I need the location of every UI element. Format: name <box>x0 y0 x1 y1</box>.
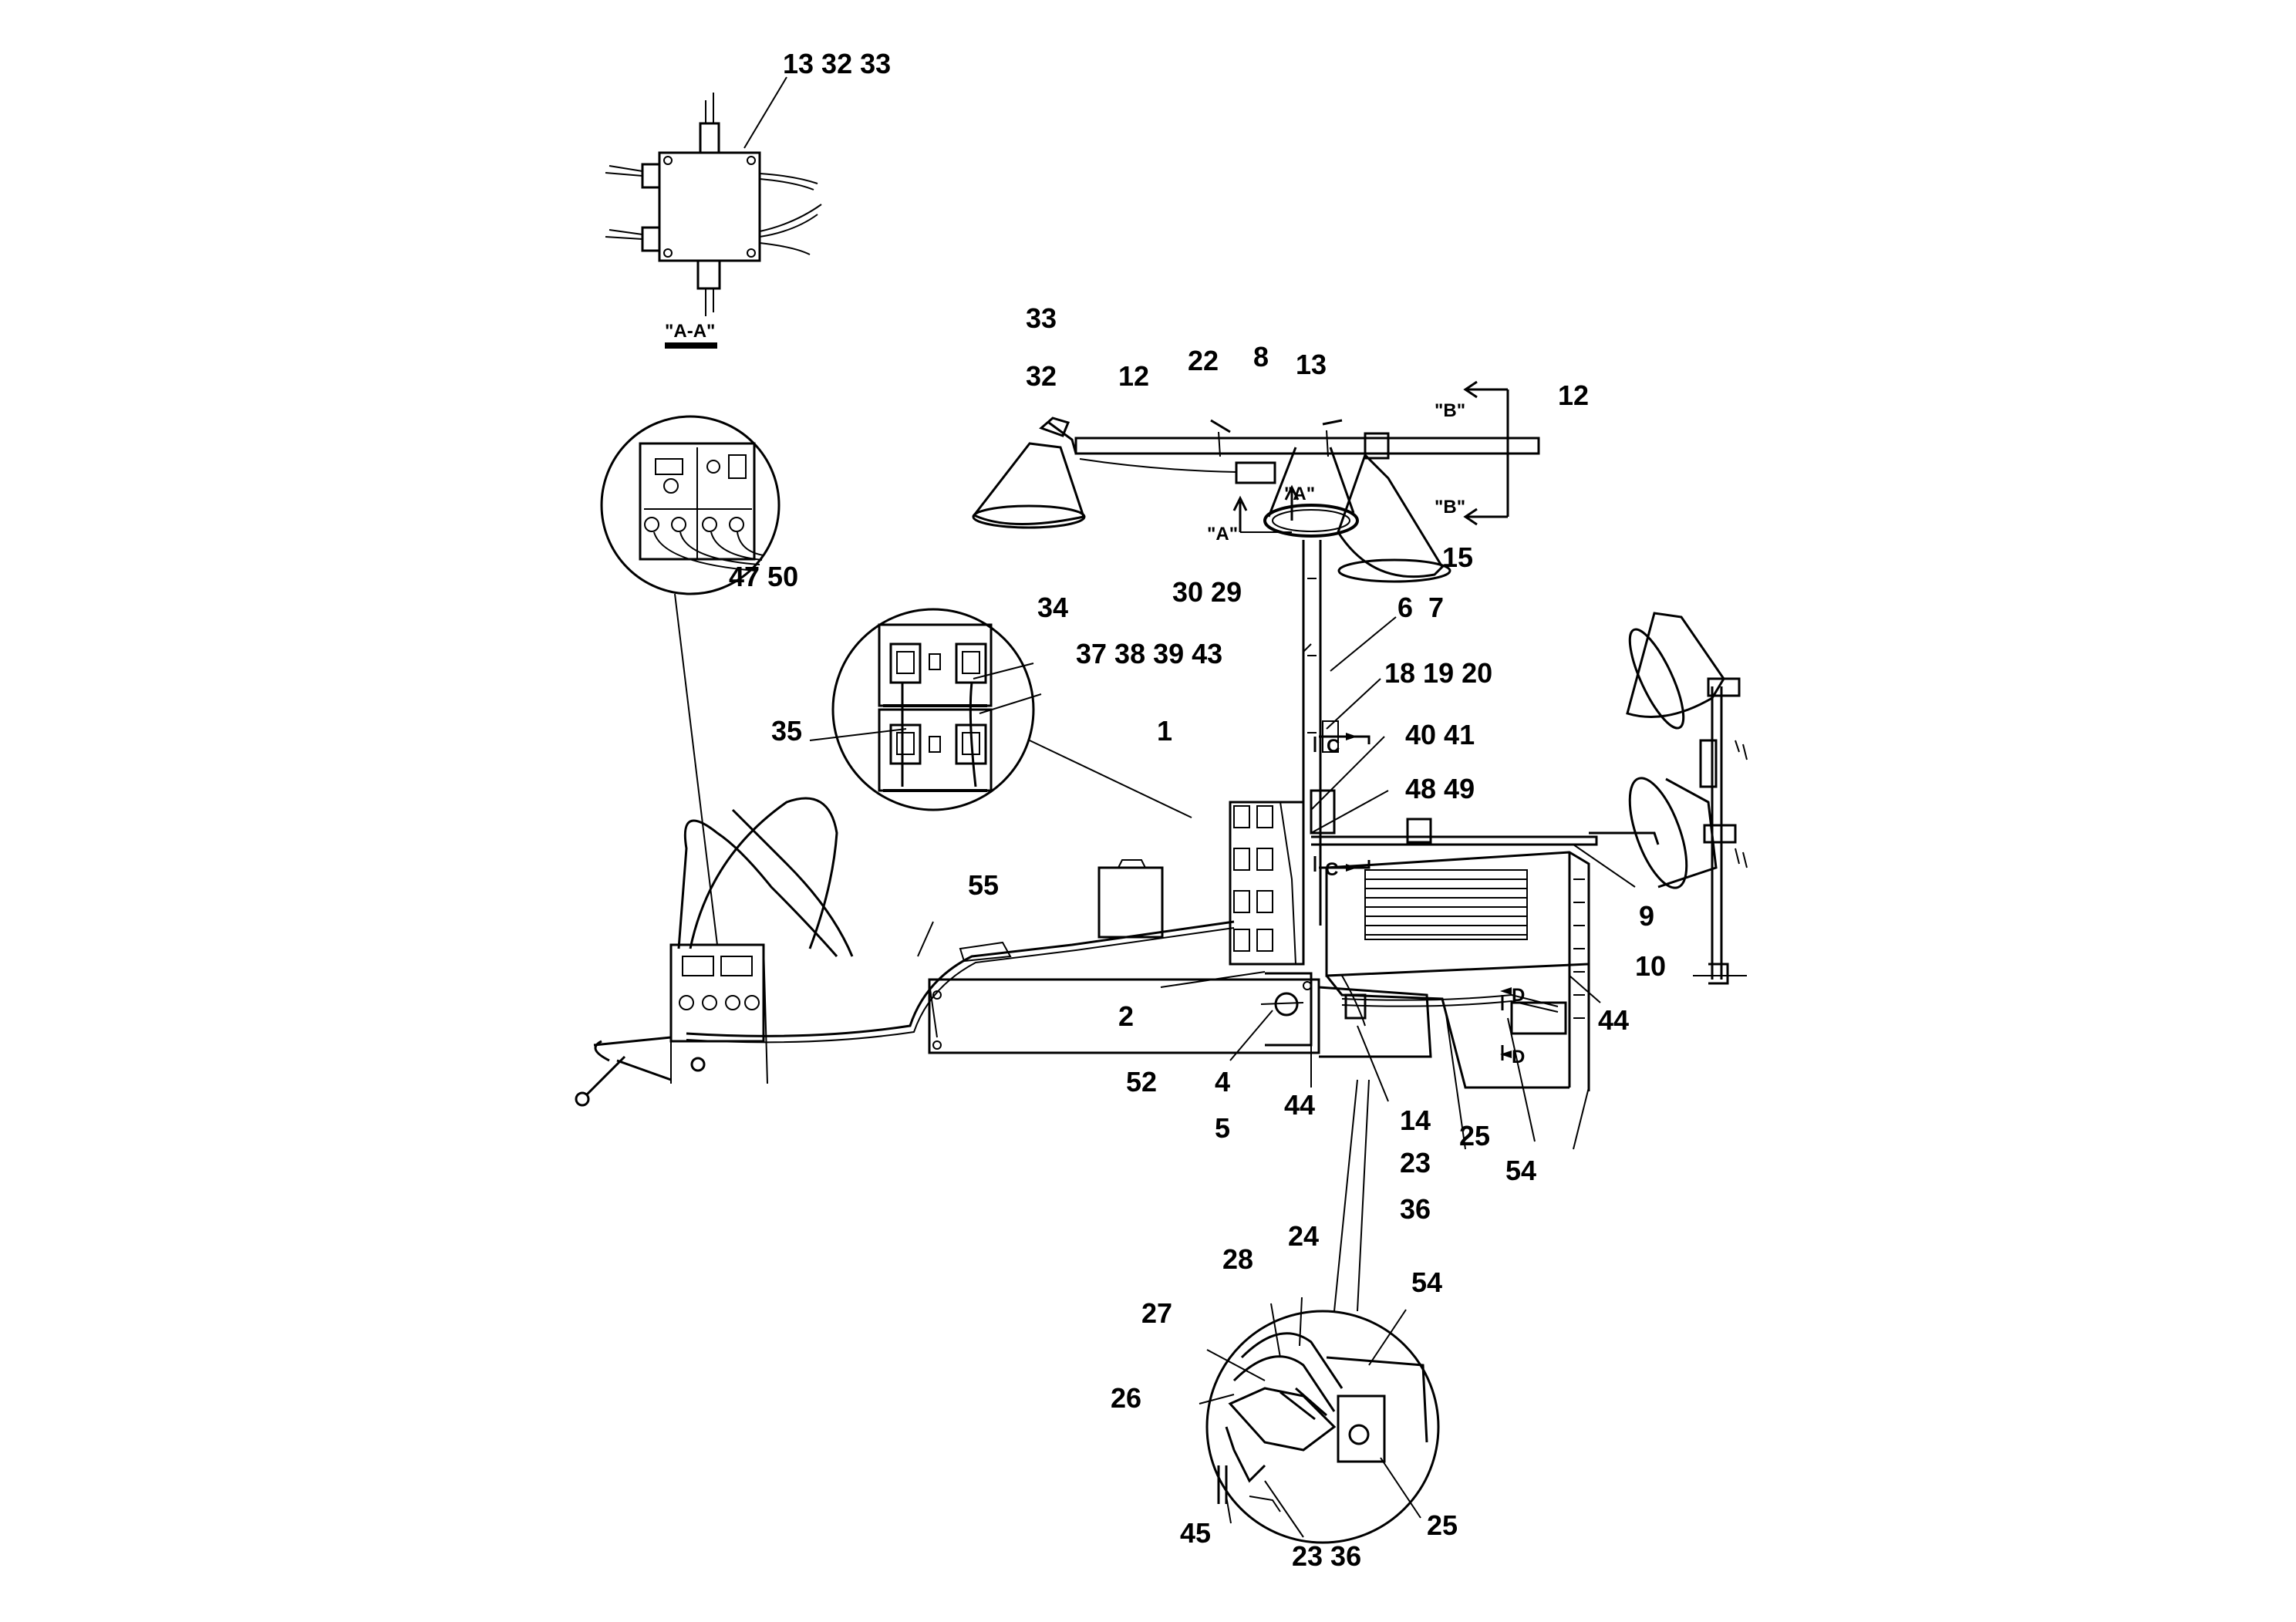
section-c-top: C <box>1327 736 1340 757</box>
light-tower-head <box>972 380 1540 583</box>
callout-48-49: 48 49 <box>1405 773 1475 804</box>
callout-9: 9 <box>1639 900 1654 932</box>
outlet-panel-detail <box>809 608 1192 818</box>
callout-54-upper: 54 <box>1505 1155 1536 1186</box>
section-marks: "A-A" "A" "A" "B" "B" C C D D <box>665 321 1525 1067</box>
section-b-top: "B" <box>1435 400 1465 421</box>
callout-35: 35 <box>771 715 802 747</box>
callout-55: 55 <box>968 869 999 901</box>
callout-labels: 13 32 33 33 32 12 22 8 13 12 15 30 29 6 … <box>729 48 1666 1572</box>
callout-40-41: 40 41 <box>1405 719 1475 750</box>
callout-22: 22 <box>1188 345 1219 376</box>
callout-12-right: 12 <box>1558 379 1589 411</box>
callout-36: 36 <box>1400 1193 1431 1225</box>
callout-24: 24 <box>1288 1220 1319 1252</box>
callout-34: 34 <box>1037 592 1068 623</box>
callout-13: 13 <box>1296 349 1327 380</box>
section-a-left: "A" <box>1207 524 1238 545</box>
callout-54-lower: 54 <box>1411 1266 1442 1298</box>
section-d-bottom: D <box>1512 1047 1525 1067</box>
callout-4: 4 <box>1215 1066 1230 1098</box>
callout-1: 1 <box>1157 715 1172 747</box>
callout-2: 2 <box>1118 1000 1134 1032</box>
callout-5: 5 <box>1215 1112 1230 1144</box>
callout-47-50: 47 50 <box>729 561 798 592</box>
callout-25-lower: 25 <box>1427 1509 1458 1541</box>
callout-44-right: 44 <box>1598 1004 1629 1036</box>
callout-27: 27 <box>1141 1297 1172 1329</box>
section-c-bottom: C <box>1325 859 1338 880</box>
callout-10: 10 <box>1635 950 1666 982</box>
callout-37-38-39-43: 37 38 39 43 <box>1076 638 1222 669</box>
section-b-bottom: "B" <box>1435 497 1465 518</box>
fuel-valve-detail <box>1199 1297 1440 1544</box>
callout-45: 45 <box>1180 1517 1211 1549</box>
breaker-panel-detail <box>600 415 781 946</box>
trailer-body <box>686 801 1660 1312</box>
callout-18-19-20: 18 19 20 <box>1384 657 1492 689</box>
callout-8: 8 <box>1253 341 1269 373</box>
callout-23: 23 <box>1400 1147 1431 1179</box>
section-a-right: "A" <box>1284 484 1315 504</box>
callout-44-center: 44 <box>1284 1089 1315 1121</box>
callout-28: 28 <box>1222 1243 1253 1275</box>
section-aa-view-label: "A-A" <box>665 321 715 342</box>
callout-23-36: 23 36 <box>1292 1540 1361 1572</box>
callout-52: 52 <box>1126 1066 1157 1098</box>
callout-32: 32 <box>1026 360 1057 392</box>
callout-15: 15 <box>1442 541 1473 573</box>
callout-13-32-33-top: 13 32 33 <box>783 48 891 79</box>
callout-26: 26 <box>1111 1382 1141 1414</box>
mast <box>1302 540 1397 926</box>
callout-12-left: 12 <box>1118 360 1149 392</box>
callout-25-upper: 25 <box>1459 1120 1490 1152</box>
callout-33: 33 <box>1026 302 1057 334</box>
callout-6-7: 6 7 <box>1397 592 1444 623</box>
section-d-top: D <box>1512 985 1525 1006</box>
callout-30-29: 30 29 <box>1172 576 1242 608</box>
junction-box-detail <box>605 76 822 349</box>
trailer-hitch <box>575 797 934 1107</box>
callout-14: 14 <box>1400 1104 1431 1136</box>
light-side-view <box>1626 612 1748 985</box>
